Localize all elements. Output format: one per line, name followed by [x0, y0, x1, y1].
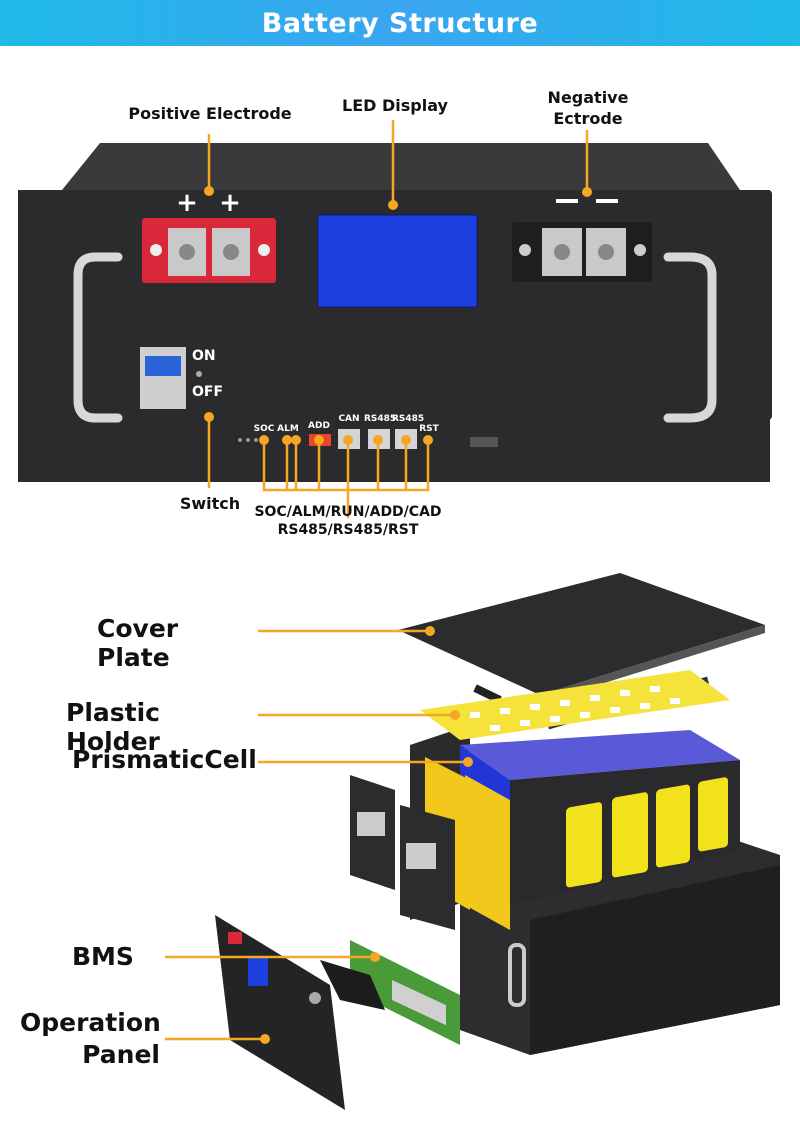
operation-panel-label-1: Operation — [20, 1008, 161, 1037]
case-handle — [508, 943, 526, 1007]
rs485-port-label-1: RS485 — [364, 414, 397, 424]
dry-contact-port[interactable] — [470, 437, 498, 447]
screw-icon — [519, 244, 531, 256]
cover-plate-label: Cover Plate — [97, 614, 179, 672]
right-handle[interactable] — [663, 252, 717, 423]
rail — [473, 684, 502, 704]
negative-electrode-label-2: Ectrode — [553, 109, 623, 128]
page-title: Battery Structure — [261, 7, 539, 39]
minus-sign-icon — [556, 199, 578, 203]
holder-holes — [470, 686, 680, 731]
bolt-icon — [598, 244, 614, 260]
switch-off-label: OFF — [192, 384, 224, 400]
positive-electrode-label: Positive Electrode — [128, 104, 292, 123]
bracket-terminal — [406, 843, 436, 869]
lower-case-front — [530, 865, 780, 1055]
screw-icon — [258, 244, 270, 256]
cell-tops — [460, 730, 740, 780]
plastic-holder-label: Plastic Holder — [66, 698, 160, 756]
insulation-sheet — [465, 775, 510, 930]
cell-pad — [566, 802, 602, 888]
panel-positive — [228, 932, 242, 944]
bracket-terminal — [357, 812, 385, 836]
panel-negative — [309, 992, 321, 1004]
operation-panel-label-2: Panel — [82, 1040, 160, 1069]
front-callout-lines — [207, 120, 589, 518]
led-indicator — [254, 438, 258, 442]
prismatic-cell-label: PrismaticCell — [72, 745, 257, 774]
cell-pad — [698, 777, 728, 852]
front-callout-dots — [204, 186, 592, 445]
led-indicator — [246, 438, 250, 442]
soc-port-label: SOC — [253, 424, 275, 434]
chassis-top — [62, 143, 740, 190]
ports-caption-line1: SOC/ALM/RUN/ADD/CAD — [254, 504, 442, 520]
minus-sign-icon — [596, 199, 618, 203]
cover-plate — [398, 573, 765, 695]
exploded-callout-dots — [260, 626, 473, 1044]
alm-port-label: ALM — [277, 424, 299, 434]
led-display-label: LED Display — [342, 96, 448, 115]
led-display-screen — [317, 214, 478, 308]
left-handle[interactable] — [73, 252, 123, 423]
can-port-label: CAN — [338, 414, 360, 424]
panel-lcd — [248, 958, 268, 986]
switch-label: Switch — [179, 494, 241, 513]
operation-panel — [215, 915, 345, 1110]
cover-plate-edge — [540, 625, 765, 703]
plus-icon: + — [219, 188, 241, 218]
switch-on-label: ON — [192, 348, 216, 364]
title-banner: Battery Structure — [0, 0, 800, 46]
exploded-callout-lines — [165, 629, 468, 1041]
led-indicator — [238, 438, 242, 442]
cell-pad — [656, 784, 690, 868]
cell-pad — [612, 792, 648, 878]
ports-caption-line2: RS485/RS485/RST — [277, 522, 419, 538]
bolt-icon — [223, 244, 239, 260]
rs485-port-label-2: RS485 — [392, 414, 425, 424]
bms-module — [320, 960, 385, 1010]
screw-icon — [634, 244, 646, 256]
bms-heatsink — [392, 980, 446, 1026]
positive-terminal-block — [142, 218, 276, 283]
plus-icon: + — [176, 188, 198, 218]
rst-port-label: RST — [419, 424, 439, 434]
indicator-dot — [196, 371, 202, 377]
negative-electrode-label-1: Negative — [547, 88, 629, 107]
breaker-toggle[interactable] — [145, 356, 181, 376]
screw-icon — [150, 244, 162, 256]
bolt-icon — [554, 244, 570, 260]
add-port-label: ADD — [308, 421, 330, 431]
bms-label: BMS — [72, 942, 134, 971]
bolt-icon — [179, 244, 195, 260]
